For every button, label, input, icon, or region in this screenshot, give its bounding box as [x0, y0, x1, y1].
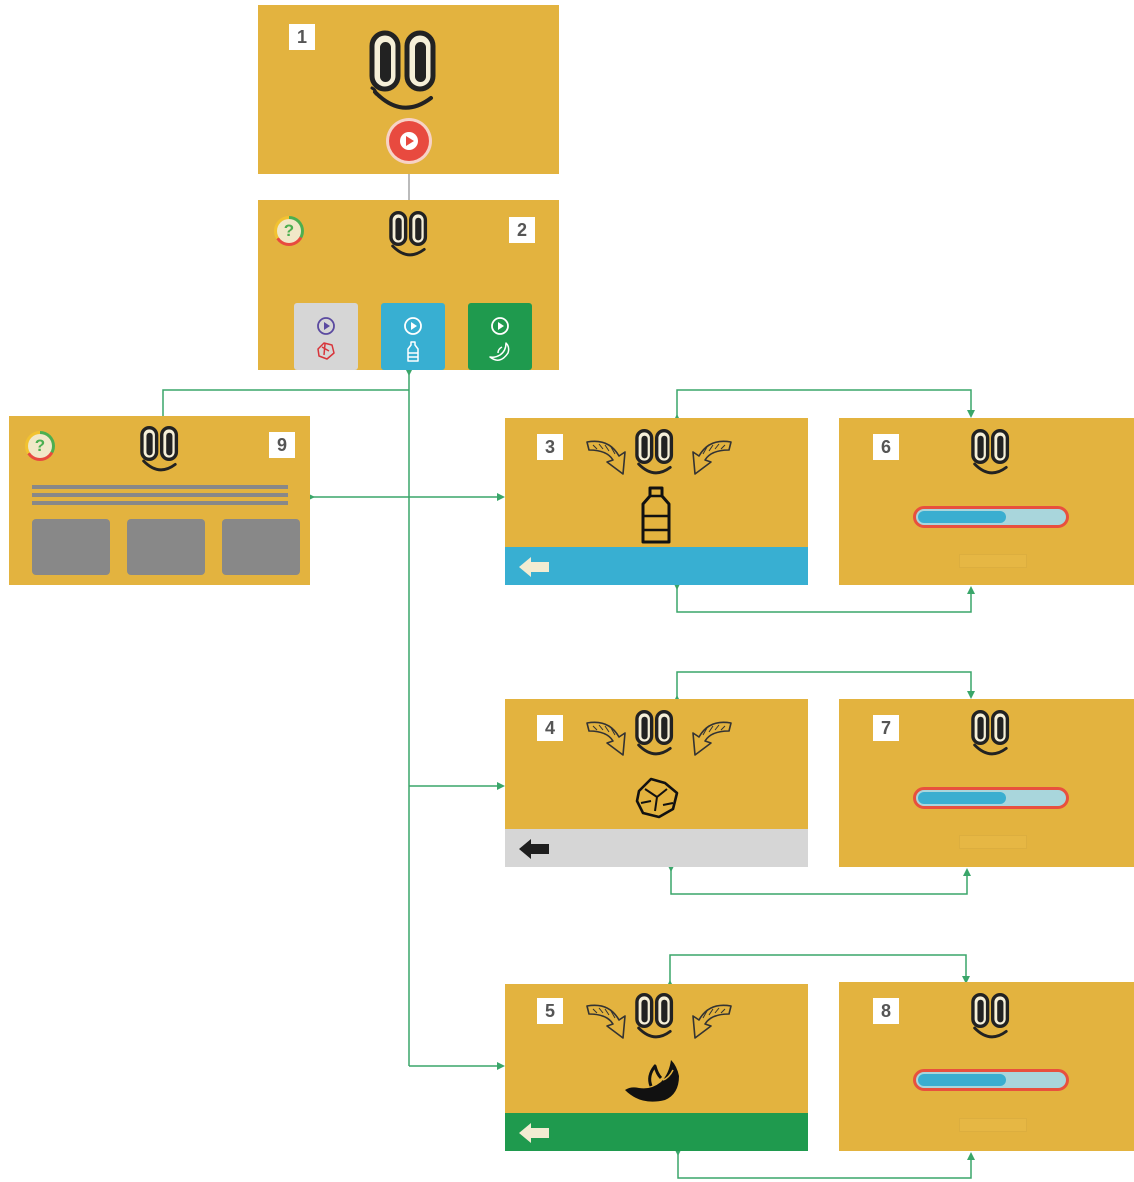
question-mark-icon: ? — [28, 434, 52, 458]
screen-8: 8 — [839, 982, 1134, 1151]
progress-fill — [918, 1074, 1006, 1086]
faint-button-placeholder — [959, 1118, 1027, 1132]
bottle-icon — [635, 486, 677, 546]
progress-fill — [918, 511, 1006, 523]
play-icon — [381, 303, 445, 370]
curved-arrow-right-icon — [685, 717, 733, 759]
connector-2-9 — [163, 390, 409, 416]
crumpled-paper-icon — [633, 775, 681, 821]
screen-number: 1 — [289, 24, 315, 50]
help-button[interactable]: ? — [274, 216, 304, 246]
screen-number: 3 — [537, 434, 563, 460]
curved-arrow-right-icon — [685, 1000, 733, 1042]
question-mark-icon: ? — [277, 219, 301, 243]
smiley-face-icon — [369, 30, 439, 115]
screen-number: 9 — [269, 432, 295, 458]
help-button[interactable]: ? — [25, 431, 55, 461]
play-icon — [389, 121, 429, 161]
screen-5: 5 — [505, 984, 808, 1151]
screen-number: 4 — [537, 715, 563, 741]
content-box-placeholder[interactable] — [32, 519, 110, 575]
screen-number: 8 — [873, 998, 899, 1024]
play-button[interactable] — [389, 121, 429, 161]
screen-1: 1 — [258, 5, 559, 174]
smiley-face-icon — [971, 993, 1011, 1041]
connector-4-7-bottom — [671, 870, 967, 894]
curved-arrow-left-icon — [585, 1000, 633, 1042]
back-arrow-icon[interactable] — [517, 1121, 551, 1145]
text-line-placeholder — [32, 501, 288, 505]
screen-number: 5 — [537, 998, 563, 1024]
content-box-placeholder[interactable] — [222, 519, 300, 575]
connector-5-8-top — [670, 955, 966, 982]
organic-category-tile[interactable] — [468, 303, 532, 370]
plastic-category-tile[interactable] — [381, 303, 445, 370]
connector-4-7-top — [677, 672, 971, 697]
progress-bar — [913, 787, 1069, 809]
progress-bar — [913, 506, 1069, 528]
screen-4: 4 — [505, 699, 808, 867]
smiley-face-icon — [635, 429, 675, 477]
screen-9: ? 9 — [9, 416, 310, 585]
screen-3: 3 — [505, 418, 808, 585]
progress-fill — [918, 792, 1006, 804]
smiley-face-icon — [389, 211, 429, 259]
play-icon — [294, 303, 358, 370]
text-line-placeholder — [32, 485, 288, 489]
screen-6: 6 — [839, 418, 1134, 585]
text-line-placeholder — [32, 493, 288, 497]
smiley-face-icon — [140, 426, 180, 474]
banana-peel-icon — [621, 1056, 685, 1106]
progress-bar — [913, 1069, 1069, 1091]
screen-number: 6 — [873, 434, 899, 460]
smiley-face-icon — [635, 993, 675, 1041]
paper-category-tile[interactable] — [294, 303, 358, 370]
category-bar — [505, 829, 808, 867]
curved-arrow-left-icon — [585, 717, 633, 759]
connector-3-6-bottom — [677, 588, 971, 612]
category-bar — [505, 547, 808, 585]
category-bar — [505, 1113, 808, 1151]
curved-arrow-left-icon — [585, 436, 633, 478]
screen-number: 7 — [873, 715, 899, 741]
curved-arrow-right-icon — [685, 436, 733, 478]
connector-3-6-top — [677, 390, 971, 416]
smiley-face-icon — [635, 710, 675, 758]
screen-number: 2 — [509, 217, 535, 243]
content-box-placeholder[interactable] — [127, 519, 205, 575]
faint-button-placeholder — [959, 554, 1027, 568]
screen-2: ? 2 — [258, 200, 559, 370]
faint-button-placeholder — [959, 835, 1027, 849]
smiley-face-icon — [971, 429, 1011, 477]
screen-7: 7 — [839, 699, 1134, 867]
smiley-face-icon — [971, 710, 1011, 758]
connector-5-8-bottom — [678, 1154, 971, 1178]
play-icon — [468, 303, 532, 370]
back-arrow-icon[interactable] — [517, 837, 551, 861]
back-arrow-icon[interactable] — [517, 555, 551, 579]
